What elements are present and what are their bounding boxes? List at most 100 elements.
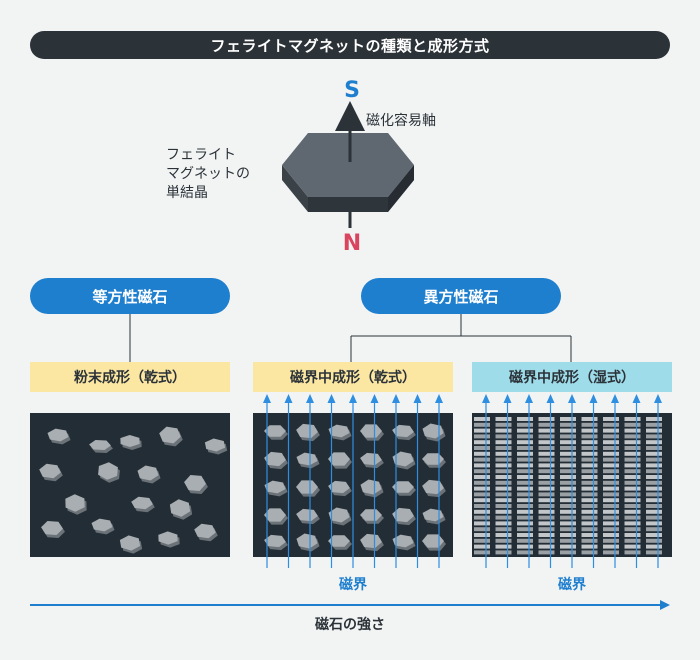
aligned-platelet: [624, 451, 641, 456]
aligned-platelet: [517, 451, 533, 456]
aligned-platelet: [581, 509, 598, 514]
aligned-platelet: [517, 475, 533, 479]
aligned-platelet: [538, 417, 555, 421]
aligned-platelet: [581, 457, 598, 462]
aligned-platelet: [495, 550, 512, 555]
aligned-platelet: [495, 422, 512, 427]
aligned-platelet: [474, 538, 490, 543]
aligned-platelet: [538, 509, 555, 514]
anisotropic-magnet-pill: 異方性磁石: [361, 278, 561, 314]
aligned-platelet: [603, 457, 619, 462]
aligned-platelet: [581, 492, 598, 497]
aligned-platelet: [495, 463, 512, 468]
aligned-platelet: [474, 475, 490, 479]
aligned-platelet: [560, 480, 576, 485]
aligned-platelet: [560, 486, 576, 491]
aligned-platelet: [517, 417, 533, 421]
field-arrow-head: [413, 394, 422, 403]
aligned-platelet: [474, 463, 490, 468]
aligned-platelet: [646, 515, 662, 520]
aligned-platelet: [560, 446, 576, 450]
aligned-platelet: [646, 417, 662, 421]
aligned-platelet: [624, 550, 641, 555]
aligned-platelet: [603, 544, 619, 549]
aligned-platelet: [603, 475, 619, 479]
aligned-platelet: [624, 509, 641, 514]
aligned-platelet: [624, 469, 641, 474]
aligned-platelet: [474, 509, 490, 514]
aligned-platelet: [603, 480, 619, 485]
field-arrow-head: [306, 394, 314, 403]
aligned-platelet: [581, 440, 598, 445]
field-arrow-head: [392, 394, 400, 403]
aligned-platelet: [560, 533, 576, 537]
ferrite-particle: [91, 518, 115, 535]
aligned-platelet: [538, 486, 555, 491]
aligned-platelet: [624, 498, 641, 503]
aligned-platelet: [495, 492, 512, 497]
aligned-platelet: [603, 498, 619, 503]
field-arrow-head: [503, 394, 512, 403]
aligned-platelet: [474, 544, 490, 549]
aligned-platelet: [538, 422, 555, 427]
aligned-platelet: [495, 538, 512, 543]
field-arrow-head: [546, 394, 555, 403]
ferrite-particle: [169, 499, 193, 520]
aligned-platelet: [538, 544, 555, 549]
aligned-platelet: [517, 422, 533, 427]
aligned-platelet: [474, 480, 490, 485]
aligned-platelet: [646, 451, 662, 456]
aligned-platelet: [517, 504, 533, 508]
aligned-platelet: [517, 428, 533, 433]
aligned-platelet: [474, 422, 490, 427]
aligned-platelet: [560, 527, 576, 532]
aligned-platelet: [495, 434, 512, 439]
aligned-platelet: [495, 515, 512, 520]
aligned-platelet: [474, 446, 490, 450]
ferrite-particle: [360, 452, 384, 469]
aligned-platelet: [646, 463, 662, 468]
aligned-platelet: [603, 527, 619, 532]
aligned-platelet: [646, 475, 662, 479]
ferrite-particle: [360, 424, 384, 441]
aligned-platelet: [517, 544, 533, 549]
ferrite-particle: [264, 451, 288, 470]
aligned-platelet: [603, 428, 619, 433]
aligned-platelet: [538, 538, 555, 543]
aligned-platelet: [603, 533, 619, 537]
aligned-platelet: [538, 434, 555, 439]
aligned-platelet: [603, 446, 619, 450]
ferrite-particle: [392, 507, 416, 526]
aligned-platelet: [581, 527, 598, 532]
aligned-platelet: [560, 504, 576, 508]
field-arrow-head: [589, 394, 598, 403]
aligned-platelet: [495, 417, 512, 421]
aligned-platelet: [581, 446, 598, 450]
aligned-platelet: [495, 498, 512, 503]
aligned-platelet: [538, 469, 555, 474]
aligned-platelet: [646, 440, 662, 445]
aligned-platelet: [624, 521, 641, 526]
ferrite-particle: [328, 535, 352, 550]
aligned-platelet: [646, 509, 662, 514]
isotropic-particles-panel: [30, 413, 230, 557]
aligned-platelet: [581, 434, 598, 439]
aligned-platelet: [581, 544, 598, 549]
aligned-platelet: [646, 504, 662, 508]
aligned-platelet: [646, 480, 662, 485]
aligned-platelet: [474, 515, 490, 520]
aligned-platelet: [624, 515, 641, 520]
aligned-platelet: [538, 550, 555, 555]
ferrite-particle: [296, 480, 320, 497]
south-pole-label: S: [344, 78, 360, 103]
aligned-platelet: [517, 550, 533, 555]
aligned-platelet: [560, 457, 576, 462]
crystal-label: フェライト マグネットの 単結晶: [166, 146, 250, 203]
field-arrow-head: [568, 394, 576, 403]
strength-label: 磁石の強さ: [315, 617, 385, 633]
aligned-platelet: [495, 457, 512, 462]
aligned-platelet: [624, 504, 641, 508]
aligned-platelet: [581, 486, 598, 491]
ferrite-particle: [264, 425, 288, 440]
aligned-platelet: [474, 498, 490, 503]
